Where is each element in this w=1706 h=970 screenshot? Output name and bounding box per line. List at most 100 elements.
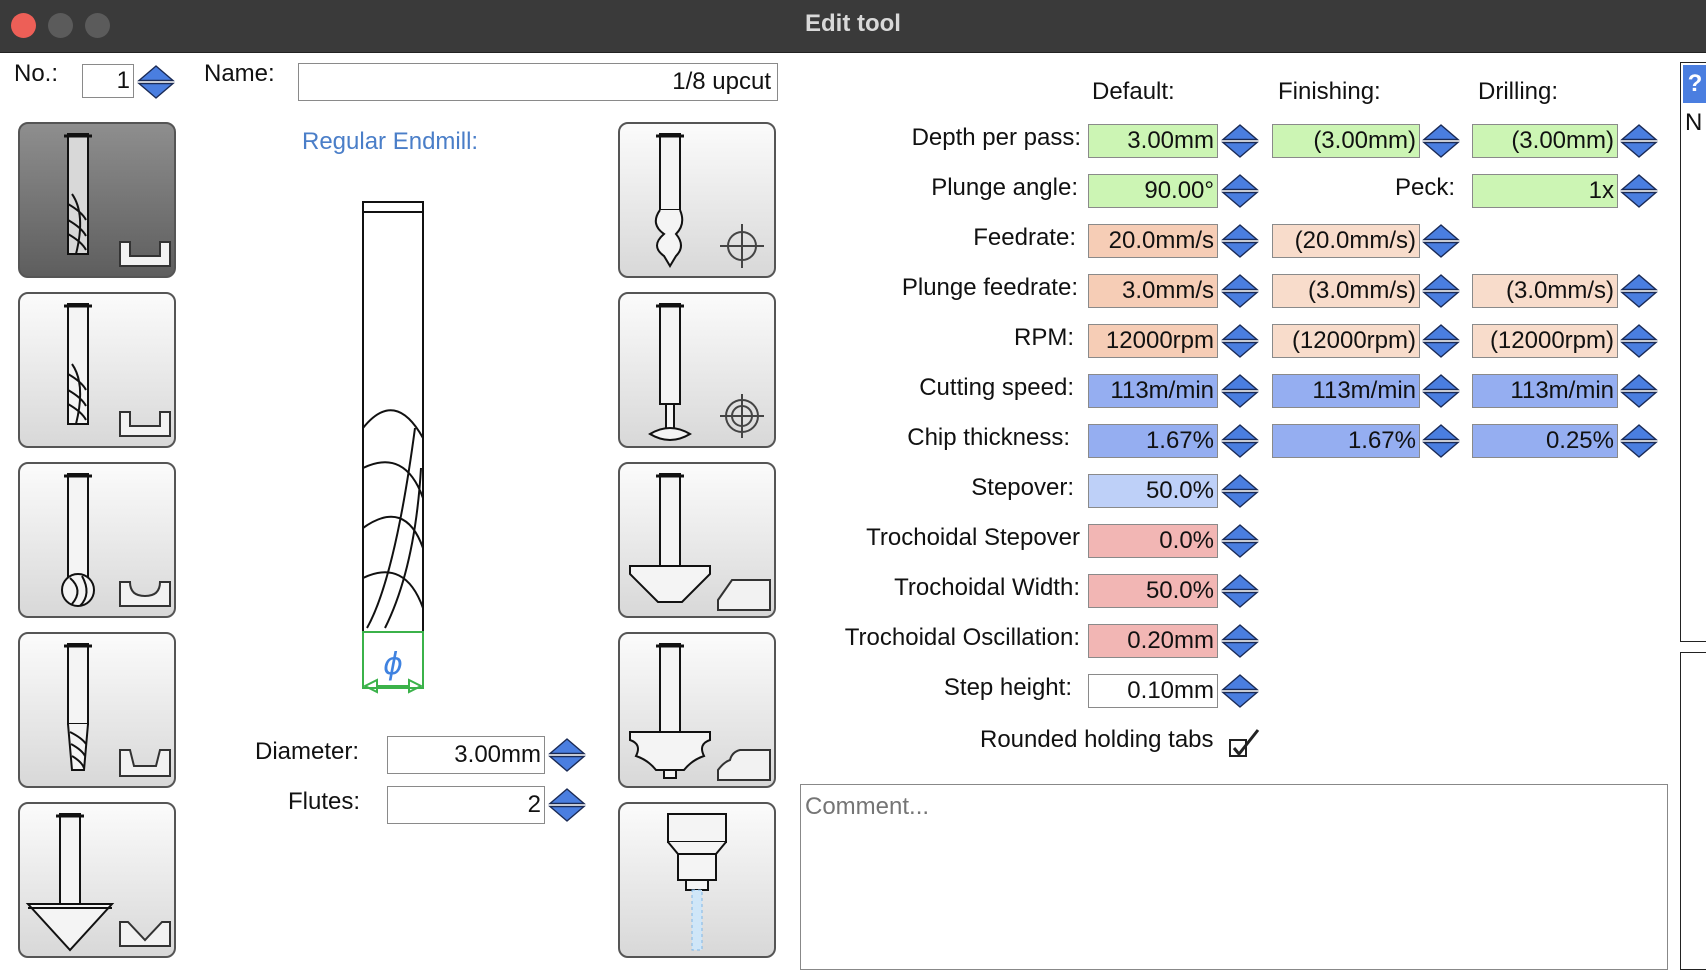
stepover-field[interactable]: 50.0% [1088, 474, 1218, 508]
depth-per-pass-default-field[interactable]: 3.00mm [1088, 124, 1218, 158]
chip-thickness-finishing-field[interactable]: 1.67% [1272, 424, 1420, 458]
chip-thickness-label: Chip thickness: [907, 424, 1070, 451]
chip-thickness-drilling-stepper[interactable] [1620, 422, 1658, 460]
depth-per-pass-drilling-field[interactable]: (3.00mm) [1472, 124, 1618, 158]
rounded-tabs-label: Rounded holding tabs [980, 726, 1214, 753]
rounded-tabs-checkbox[interactable] [1228, 728, 1262, 760]
cutting-speed-finishing-stepper[interactable] [1422, 372, 1460, 410]
flutes-stepper[interactable] [548, 786, 586, 824]
cutting-speed-finishing-field[interactable]: 113m/min [1272, 374, 1420, 408]
tapered-endmill-icon [64, 643, 171, 777]
drill-bit-icon [654, 133, 764, 268]
rpm-default-stepper[interactable] [1221, 322, 1259, 360]
flutes-field[interactable]: 2 [387, 786, 545, 824]
depth-per-pass-drilling-stepper[interactable] [1620, 122, 1658, 160]
stepover-stepper[interactable] [1221, 472, 1259, 510]
flat-endmill-button[interactable] [18, 122, 176, 278]
close-window-button[interactable] [11, 13, 36, 38]
peck-field[interactable]: 1x [1472, 174, 1618, 208]
trochoidal-width-field[interactable]: 50.0% [1088, 574, 1218, 608]
column-header-default: Default: [1092, 78, 1175, 105]
rpm-default-field[interactable]: 12000rpm [1088, 324, 1218, 358]
ball-endmill-button[interactable] [18, 462, 176, 618]
cutting-speed-drilling-field[interactable]: 113m/min [1472, 374, 1618, 408]
tslot-cutter-button[interactable] [618, 292, 776, 448]
comment-textarea[interactable] [800, 784, 1668, 970]
tool-name-input[interactable]: 1/8 upcut [298, 63, 778, 101]
side-panel: ? N [1680, 62, 1706, 642]
help-icon[interactable]: ? [1683, 65, 1706, 103]
tapered-endmill-button[interactable] [18, 632, 176, 788]
chip-thickness-default-stepper[interactable] [1221, 422, 1259, 460]
step-height-field[interactable]: 0.10mm [1088, 674, 1218, 708]
trochoidal-width-label: Trochoidal Width: [894, 574, 1080, 601]
trochoidal-oscillation-field[interactable]: 0.20mm [1088, 624, 1218, 658]
laser-tool-button[interactable] [618, 802, 776, 958]
rpm-drilling-stepper[interactable] [1620, 322, 1658, 360]
column-header-drilling: Drilling: [1478, 78, 1559, 105]
feedrate-label: Feedrate: [973, 224, 1076, 251]
trochoidal-oscillation-label: Trochoidal Oscillation: [844, 624, 1080, 651]
rpm-finishing-field[interactable]: (12000rpm) [1272, 324, 1420, 358]
peck-stepper[interactable] [1620, 172, 1658, 210]
ogee-bit-icon [629, 643, 771, 781]
plunge-feedrate-finishing-stepper[interactable] [1422, 272, 1460, 310]
feedrate-default-stepper[interactable] [1221, 222, 1259, 260]
chip-thickness-drilling-field[interactable]: 0.25% [1472, 424, 1618, 458]
plunge-angle-stepper[interactable] [1221, 172, 1259, 210]
trochoidal-stepover-field[interactable]: 0.0% [1088, 524, 1218, 558]
depth-per-pass-finishing-field[interactable]: (3.00mm) [1272, 124, 1420, 158]
ogee-router-bit-button[interactable] [618, 632, 776, 788]
cutting-speed-drilling-stepper[interactable] [1620, 372, 1658, 410]
rpm-drilling-field[interactable]: (12000rpm) [1472, 324, 1618, 358]
tool-number-stepper[interactable] [137, 63, 175, 101]
rpm-label: RPM: [1014, 324, 1074, 351]
chip-thickness-default-field[interactable]: 1.67% [1088, 424, 1218, 458]
diameter-symbol: ϕ [383, 647, 403, 682]
trochoidal-stepover-label: Trochoidal Stepover [866, 524, 1080, 551]
diameter-stepper[interactable] [548, 736, 586, 774]
trochoidal-oscillation-stepper[interactable] [1221, 622, 1259, 660]
ball-endmill-icon [61, 473, 171, 607]
cutting-speed-default-stepper[interactable] [1221, 372, 1259, 410]
depth-per-pass-finishing-stepper[interactable] [1422, 122, 1460, 160]
rpm-finishing-stepper[interactable] [1422, 322, 1460, 360]
feedrate-finishing-field[interactable]: (20.0mm/s) [1272, 224, 1420, 258]
stepover-label: Stepover: [971, 474, 1074, 501]
plunge-feedrate-drilling-stepper[interactable] [1620, 272, 1658, 310]
plunge-feedrate-default-stepper[interactable] [1221, 272, 1259, 310]
tool-number-field[interactable]: 1 [82, 64, 134, 98]
column-header-finishing: Finishing: [1278, 78, 1381, 105]
trochoidal-stepover-stepper[interactable] [1221, 522, 1259, 560]
plunge-angle-field[interactable]: 90.00° [1088, 174, 1218, 208]
window-title: Edit tool [805, 10, 901, 37]
v-bit-icon [25, 813, 171, 952]
flutes-label: Flutes: [288, 788, 361, 815]
drill-bit-button[interactable] [618, 122, 776, 278]
tool-number-label: No.: [14, 60, 59, 87]
feedrate-finishing-stepper[interactable] [1422, 222, 1460, 260]
step-height-stepper[interactable] [1221, 672, 1259, 710]
side-panel-lower [1680, 652, 1706, 970]
diameter-label: Diameter: [255, 738, 360, 765]
depth-per-pass-label: Depth per pass: [911, 124, 1081, 151]
tool-name-label: Name: [204, 60, 275, 87]
diameter-field[interactable]: 3.00mm [387, 736, 545, 774]
depth-per-pass-default-stepper[interactable] [1221, 122, 1259, 160]
cutting-speed-default-field[interactable]: 113m/min [1088, 374, 1218, 408]
tool-type-label: Regular Endmill: [302, 128, 479, 155]
trochoidal-width-stepper[interactable] [1221, 572, 1259, 610]
v-bit-button[interactable] [18, 802, 176, 958]
feedrate-default-field[interactable]: 20.0mm/s [1088, 224, 1218, 258]
chip-thickness-finishing-stepper[interactable] [1422, 422, 1460, 460]
plunge-feedrate-drilling-field[interactable]: (3.0mm/s) [1472, 274, 1618, 308]
tslot-cutter-icon [648, 303, 764, 441]
plunge-feedrate-finishing-field[interactable]: (3.0mm/s) [1272, 274, 1420, 308]
plunge-feedrate-label: Plunge feedrate: [901, 274, 1078, 301]
zoom-window-button[interactable] [85, 13, 110, 38]
chamfer-cutter-button[interactable] [618, 462, 776, 618]
flat-endmill-2-button[interactable] [18, 292, 176, 448]
laser-tool-icon [667, 813, 727, 951]
plunge-feedrate-default-field[interactable]: 3.0mm/s [1088, 274, 1218, 308]
minimize-window-button[interactable] [48, 13, 73, 38]
